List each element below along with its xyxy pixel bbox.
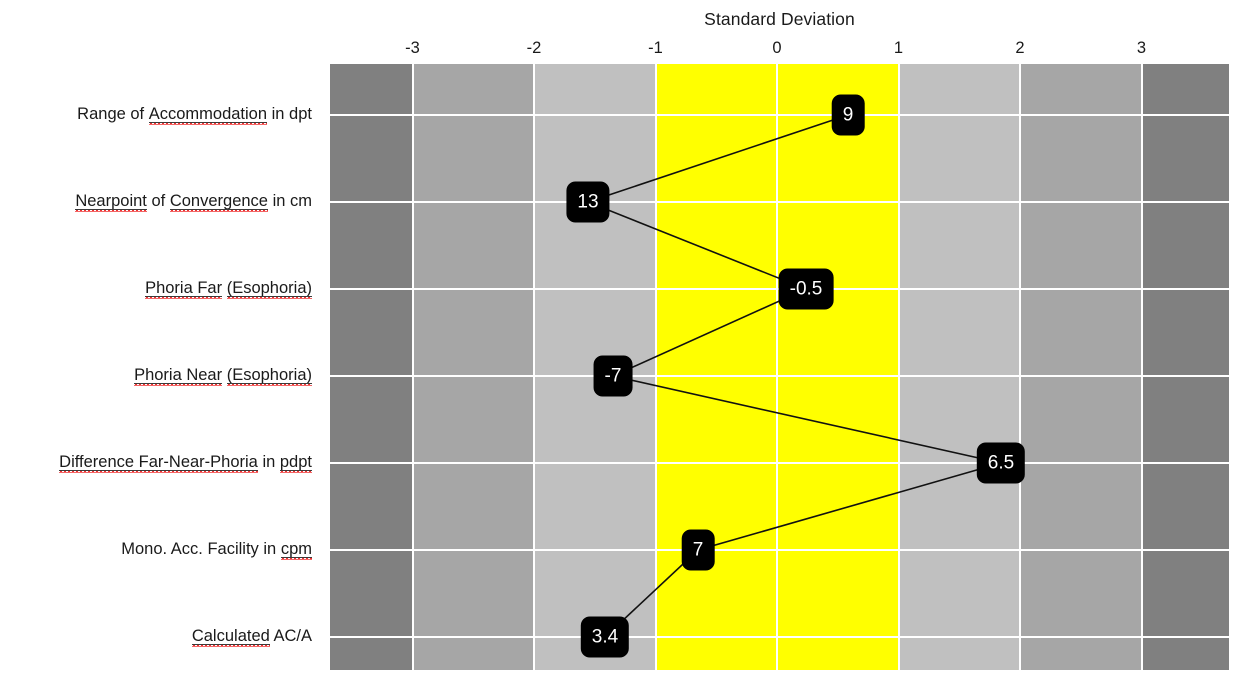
y-category-label-3: Phoria Near (Esophoria) — [134, 366, 313, 386]
gridline-horizontal-6 — [330, 636, 1229, 638]
x-tick-label-3: 3 — [1136, 39, 1147, 57]
gridline-vertical-1 — [897, 64, 900, 670]
value-badge-0[interactable]: 9 — [831, 94, 865, 136]
x-tick-label--2: -2 — [526, 39, 542, 57]
x-tick-label-2: 2 — [1015, 39, 1025, 57]
sd-band-above-3 — [1141, 64, 1227, 670]
value-badge-1[interactable]: 13 — [566, 181, 610, 223]
gridline-horizontal-0 — [330, 114, 1229, 116]
value-badge-2[interactable]: -0.5 — [778, 268, 834, 310]
spellcheck-underline-text: (Esophoria) — [226, 366, 313, 385]
label-text: in — [257, 453, 280, 471]
chart-title: Standard Deviation — [704, 9, 855, 29]
label-text: AC/A — [269, 627, 312, 645]
gridline-horizontal-4 — [330, 462, 1229, 464]
spellcheck-underline-text: Phoria Near — [134, 366, 223, 385]
sd-band-0-to-1 — [777, 64, 899, 670]
spellcheck-underline-text: Phoria Far — [145, 279, 223, 298]
y-category-label-4: Difference Far-Near-Phoria in pdpt — [59, 453, 313, 473]
x-tick-label--1: -1 — [648, 39, 663, 57]
spellcheck-underline-text: Accommodation — [148, 105, 268, 124]
y-category-label-0: Range of Accommodation in dpt — [77, 105, 312, 125]
value-badge-6[interactable]: 3.4 — [580, 616, 630, 658]
sd-band-below-minus-3 — [330, 64, 413, 670]
value-badge-5[interactable]: 7 — [681, 529, 715, 571]
value-badge-4[interactable]: 6.5 — [976, 442, 1026, 484]
sd-band-minus-3-to-minus-2 — [412, 64, 534, 670]
y-category-label-5: Mono. Acc. Facility in cpm — [121, 540, 313, 560]
x-axis: -3 -2 -1 0 1 2 3 — [0, 0, 1233, 64]
sd-band-2-to-3 — [1020, 64, 1142, 670]
label-text: of — [146, 192, 170, 210]
gridline-vertical--3 — [411, 64, 414, 670]
spellcheck-underline-text: (Esophoria) — [226, 279, 313, 298]
x-tick-label-0: 0 — [772, 39, 782, 57]
spellcheck-underline-text: cpm — [280, 540, 313, 559]
label-text: in cm — [267, 192, 312, 210]
label-text: Range of — [77, 105, 149, 123]
gridline-horizontal-1 — [330, 201, 1229, 203]
x-tick-label-1: 1 — [893, 39, 904, 57]
x-tick-label--3: -3 — [405, 39, 420, 57]
gridline-vertical-0 — [776, 64, 778, 670]
spellcheck-underline-text: Nearpoint — [75, 192, 147, 211]
label-text: in dpt — [267, 105, 312, 123]
gridline-vertical--1 — [654, 64, 657, 670]
plot-area — [330, 64, 1229, 670]
sd-band-minus-1-to-0 — [655, 64, 777, 670]
gridline-horizontal-3 — [330, 375, 1229, 377]
y-category-label-1: Nearpoint of Convergence in cm — [75, 192, 312, 212]
spellcheck-underline-text: pdpt — [279, 453, 313, 472]
sd-band-1-to-2 — [898, 64, 1020, 670]
y-category-label-6: Calculated AC/A — [191, 627, 312, 647]
spellcheck-underline-text: Difference Far-Near-Phoria — [59, 453, 258, 472]
y-category-label-2: Phoria Far (Esophoria) — [145, 279, 313, 299]
spellcheck-underline-text: Convergence — [169, 192, 269, 211]
spellcheck-underline-text: Calculated — [191, 627, 270, 646]
gridline-horizontal-5 — [330, 549, 1229, 551]
gridline-vertical-2 — [1019, 64, 1021, 670]
label-text: Mono. Acc. Facility in — [121, 540, 281, 558]
gridline-vertical--2 — [533, 64, 535, 670]
gridline-vertical-3 — [1140, 64, 1143, 670]
value-badge-3[interactable]: -7 — [593, 355, 633, 397]
